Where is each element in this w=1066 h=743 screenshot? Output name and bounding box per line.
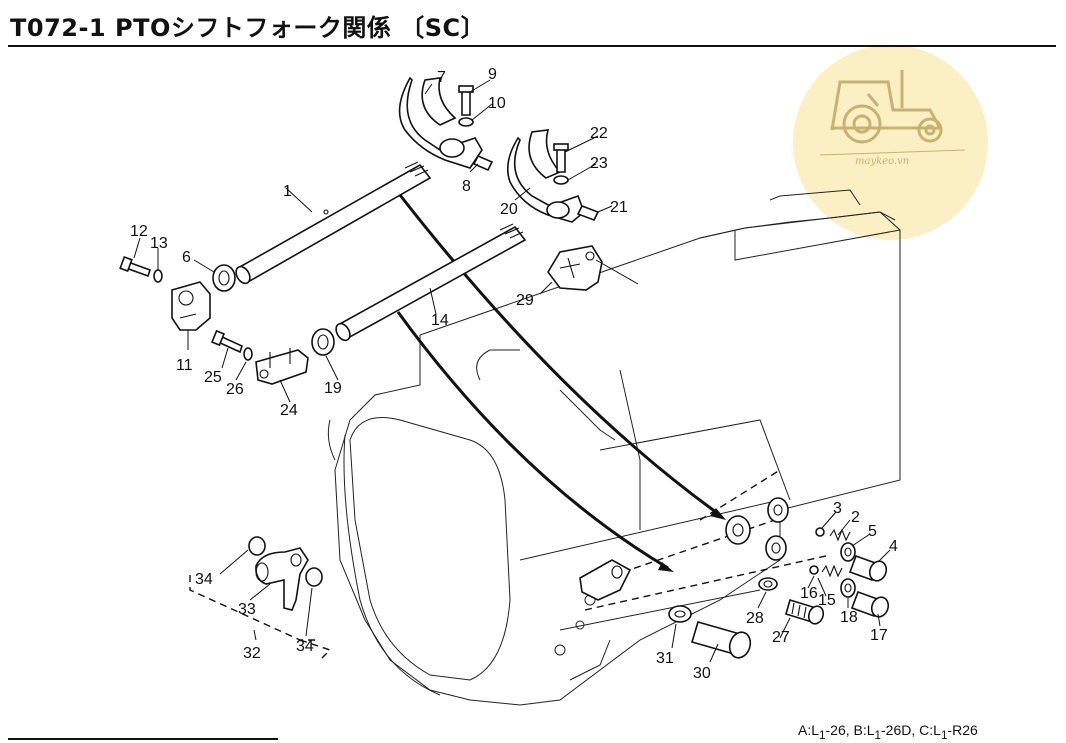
callout-32: 32 bbox=[243, 645, 261, 662]
assembly-arrows bbox=[396, 194, 726, 572]
plate-29 bbox=[547, 245, 603, 291]
bolt-25 bbox=[211, 329, 243, 354]
pin-21 bbox=[576, 204, 600, 222]
callout-3: 3 bbox=[833, 500, 842, 517]
bracket-11 bbox=[171, 281, 211, 331]
bolt-9 bbox=[458, 85, 474, 116]
callout-8: 8 bbox=[462, 178, 471, 195]
bolt-30 bbox=[691, 621, 752, 659]
callout-29: 29 bbox=[516, 292, 534, 309]
callout-11: 11 bbox=[176, 357, 193, 374]
callout-18: 18 bbox=[840, 609, 858, 626]
spring-15 bbox=[821, 564, 843, 578]
watermark-badge bbox=[793, 45, 988, 240]
washer-10 bbox=[458, 117, 474, 127]
callout-25: 25 bbox=[204, 369, 222, 386]
callout-2: 2 bbox=[851, 509, 860, 526]
washer-18 bbox=[840, 578, 856, 598]
housing-bosses bbox=[579, 497, 789, 601]
shift-rod-14 bbox=[335, 223, 527, 342]
plug-bolt-17 bbox=[850, 590, 890, 618]
callout-34-upper: 34 bbox=[195, 571, 213, 588]
callout-20: 20 bbox=[500, 201, 518, 218]
callout-26: 26 bbox=[226, 381, 244, 398]
callout-21: 21 bbox=[610, 199, 628, 216]
washer-23 bbox=[553, 175, 569, 185]
seal-19 bbox=[311, 328, 335, 356]
callout-33: 33 bbox=[238, 601, 256, 618]
callout-19: 19 bbox=[324, 380, 342, 397]
callout-14: 14 bbox=[431, 312, 449, 329]
washer-26 bbox=[243, 347, 253, 361]
washer-31 bbox=[668, 605, 692, 623]
washer-28 bbox=[758, 577, 778, 591]
callout-10: 10 bbox=[488, 95, 506, 112]
callout-17: 17 bbox=[870, 627, 888, 644]
callout-30: 30 bbox=[693, 665, 711, 682]
transmission-housing bbox=[327, 189, 901, 706]
bracket-24 bbox=[255, 348, 309, 385]
bolt-22 bbox=[553, 143, 569, 173]
ball-16 bbox=[809, 565, 819, 575]
callout-22: 22 bbox=[590, 125, 608, 142]
bolt-12 bbox=[119, 255, 152, 278]
callout-13: 13 bbox=[150, 235, 168, 252]
callout-labels: 1 2 3 4 5 6 7 8 9 10 11 12 13 14 15 16 1… bbox=[130, 66, 898, 682]
seal-6 bbox=[212, 264, 236, 292]
page-title: T072-1 PTOシフトフォーク関係 〔SC〕 bbox=[10, 14, 486, 42]
tractor-icon bbox=[819, 70, 966, 156]
bottom-divider bbox=[8, 738, 278, 740]
callout-7: 7 bbox=[437, 69, 446, 86]
callout-12: 12 bbox=[130, 223, 148, 240]
callout-34-lower: 34 bbox=[296, 638, 314, 655]
callout-5: 5 bbox=[868, 523, 877, 540]
callout-1: 1 bbox=[283, 183, 292, 200]
callout-31: 31 bbox=[656, 650, 674, 667]
title-divider bbox=[8, 45, 1056, 47]
bushing-34-lower bbox=[305, 567, 323, 587]
callout-27: 27 bbox=[772, 629, 790, 646]
ball-3 bbox=[815, 527, 825, 537]
shift-rod-1 bbox=[235, 161, 432, 285]
arm-33 bbox=[255, 547, 309, 611]
bolt-27 bbox=[785, 598, 825, 625]
plug-bolt-4 bbox=[848, 554, 888, 582]
shift-fork-20 bbox=[507, 129, 585, 223]
callout-16: 16 bbox=[800, 585, 818, 602]
spring-2 bbox=[829, 528, 851, 542]
washer-5 bbox=[840, 542, 856, 562]
callout-15: 15 bbox=[818, 592, 836, 609]
watermark-text: maykeo.vn bbox=[855, 156, 910, 167]
callout-9: 9 bbox=[488, 66, 497, 83]
callout-28: 28 bbox=[746, 610, 764, 627]
pin-8 bbox=[472, 154, 494, 172]
shift-fork-7 bbox=[398, 76, 483, 169]
bushing-34-upper bbox=[248, 536, 266, 556]
model-applicability-note: A:L1-26, B:L1-26D, C:L1-R26 bbox=[798, 722, 978, 742]
leader-lines bbox=[133, 79, 891, 663]
callout-23: 23 bbox=[590, 155, 608, 172]
callout-24: 24 bbox=[280, 402, 298, 419]
callout-6: 6 bbox=[182, 249, 191, 266]
washer-13 bbox=[153, 269, 163, 283]
callout-4: 4 bbox=[889, 538, 898, 555]
